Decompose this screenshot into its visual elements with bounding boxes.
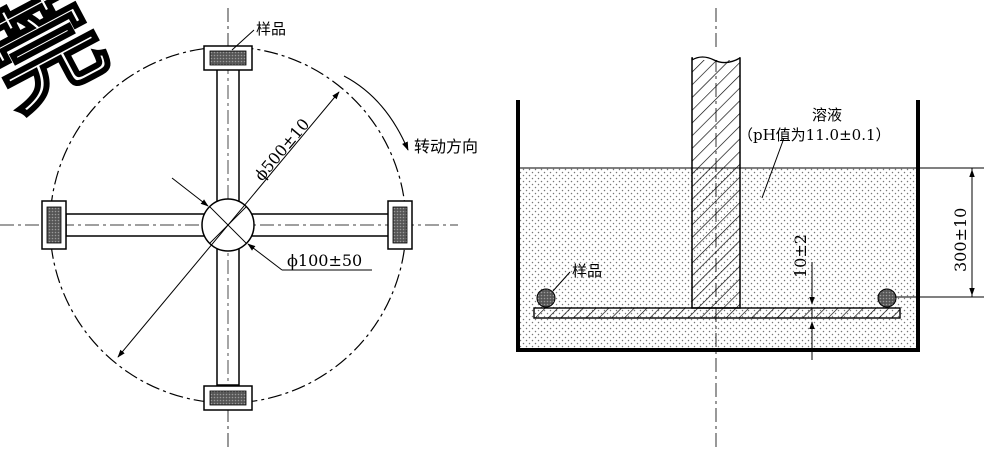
depth-dimension (895, 167, 984, 298)
sample-holder-top (203, 45, 253, 71)
sample-label-right: 样品 (572, 262, 602, 280)
shaft-break (691, 56, 741, 64)
left-view: ϕ100±50 ϕ500±10 样品 转动方向 (0, 8, 478, 448)
hub-diameter-label: ϕ100±50 (287, 251, 362, 270)
watermark-text: 莞 (0, 0, 126, 134)
sample-ball-right (877, 288, 897, 308)
solution-label: 溶液 (812, 106, 842, 124)
rotation-label: 转动方向 (414, 137, 478, 156)
sample-leader-left (231, 29, 255, 51)
sample-ball-left (536, 288, 556, 308)
rotor-plate (533, 307, 901, 319)
sample-leader-right (552, 271, 571, 292)
outer-diameter-label: ϕ500±10 (251, 115, 314, 185)
sample-holder-bottom (203, 385, 253, 411)
solution-leader (761, 137, 785, 199)
container (516, 100, 920, 352)
hub-dim-arrow-out (247, 243, 283, 271)
gap-label: 10±2 (791, 234, 810, 278)
watermark: 莞 (0, 0, 127, 135)
hub-dim-arrow-in (171, 177, 209, 207)
sample-holder-right (387, 200, 413, 250)
shaft (691, 57, 741, 309)
depth-label: 300±10 (951, 208, 970, 272)
right-view: 样品 溶液 （pH值为11.0±0.1） 10±2 300±10 (516, 8, 984, 448)
rotation-arrow (343, 75, 409, 151)
outer-dim-line (117, 91, 340, 358)
sample-holder-left (41, 200, 67, 250)
ph-label: （pH值为11.0±0.1） (738, 126, 891, 144)
sample-label-left: 样品 (256, 20, 286, 38)
